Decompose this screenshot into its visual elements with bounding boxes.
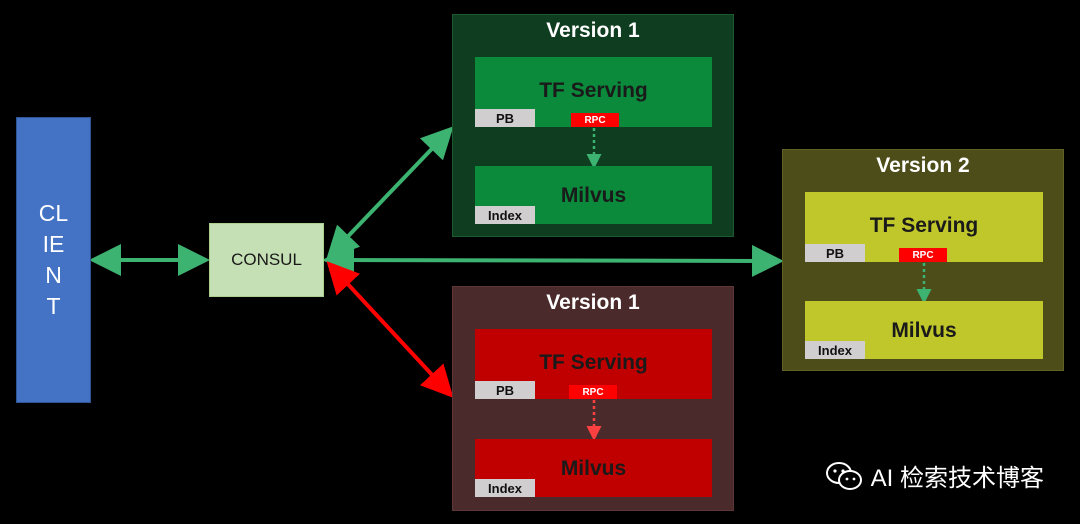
index-tag: Index [805, 341, 865, 359]
index-tag: Index [475, 206, 535, 224]
tf-serving-box: TF Serving PB RPC [805, 192, 1043, 262]
client-box: CLIENT [16, 117, 91, 403]
watermark-text: AI 检索技术博客 [870, 465, 1044, 492]
version2-panel: Version 2 TF Serving PB RPC Milvus Index [782, 149, 1064, 371]
consul-v1-green-arrow [326, 126, 454, 259]
consul-box: CONSUL [209, 223, 324, 297]
version1-red-panel: Version 1 TF Serving PB RPC Milvus Index [452, 286, 734, 511]
milvus-box: Milvus Index [805, 301, 1043, 359]
tf-serving-box: TF Serving PB RPC [475, 329, 712, 399]
tf-serving-label: TF Serving [539, 351, 648, 374]
consul-label: CONSUL [231, 250, 302, 269]
rpc-tag: RPC [569, 385, 617, 399]
panel-title: Version 2 [876, 154, 970, 177]
index-tag: Index [475, 479, 535, 497]
rpc-dotted-arrow [586, 400, 602, 441]
watermark: AI 检索技术博客 [825, 458, 1044, 493]
wechat-icon [825, 461, 862, 490]
tf-serving-box: TF Serving PB RPC [475, 57, 712, 127]
rpc-tag: RPC [571, 113, 619, 127]
version1-green-panel: Version 1 TF Serving PB RPC Milvus Index [452, 14, 734, 237]
milvus-label: Milvus [560, 184, 627, 207]
pb-tag: PB [475, 109, 535, 127]
consul-v2-arrow [322, 244, 784, 277]
pb-tag: PB [475, 381, 535, 399]
rpc-tag: RPC [899, 248, 947, 262]
pb-tag: PB [805, 244, 865, 262]
client-label: CLIENT [38, 200, 69, 319]
panel-title: Version 1 [546, 291, 640, 314]
milvus-box: Milvus Index [475, 166, 712, 224]
milvus-label: Milvus [560, 457, 627, 480]
rpc-dotted-arrow [586, 128, 602, 169]
tf-serving-label: TF Serving [539, 79, 648, 102]
panel-title: Version 1 [546, 19, 640, 42]
tf-serving-label: TF Serving [869, 214, 979, 237]
milvus-box: Milvus Index [475, 439, 712, 497]
milvus-label: Milvus [891, 319, 957, 342]
consul-v1-red-arrow [326, 261, 454, 398]
rpc-dotted-arrow [916, 263, 932, 304]
